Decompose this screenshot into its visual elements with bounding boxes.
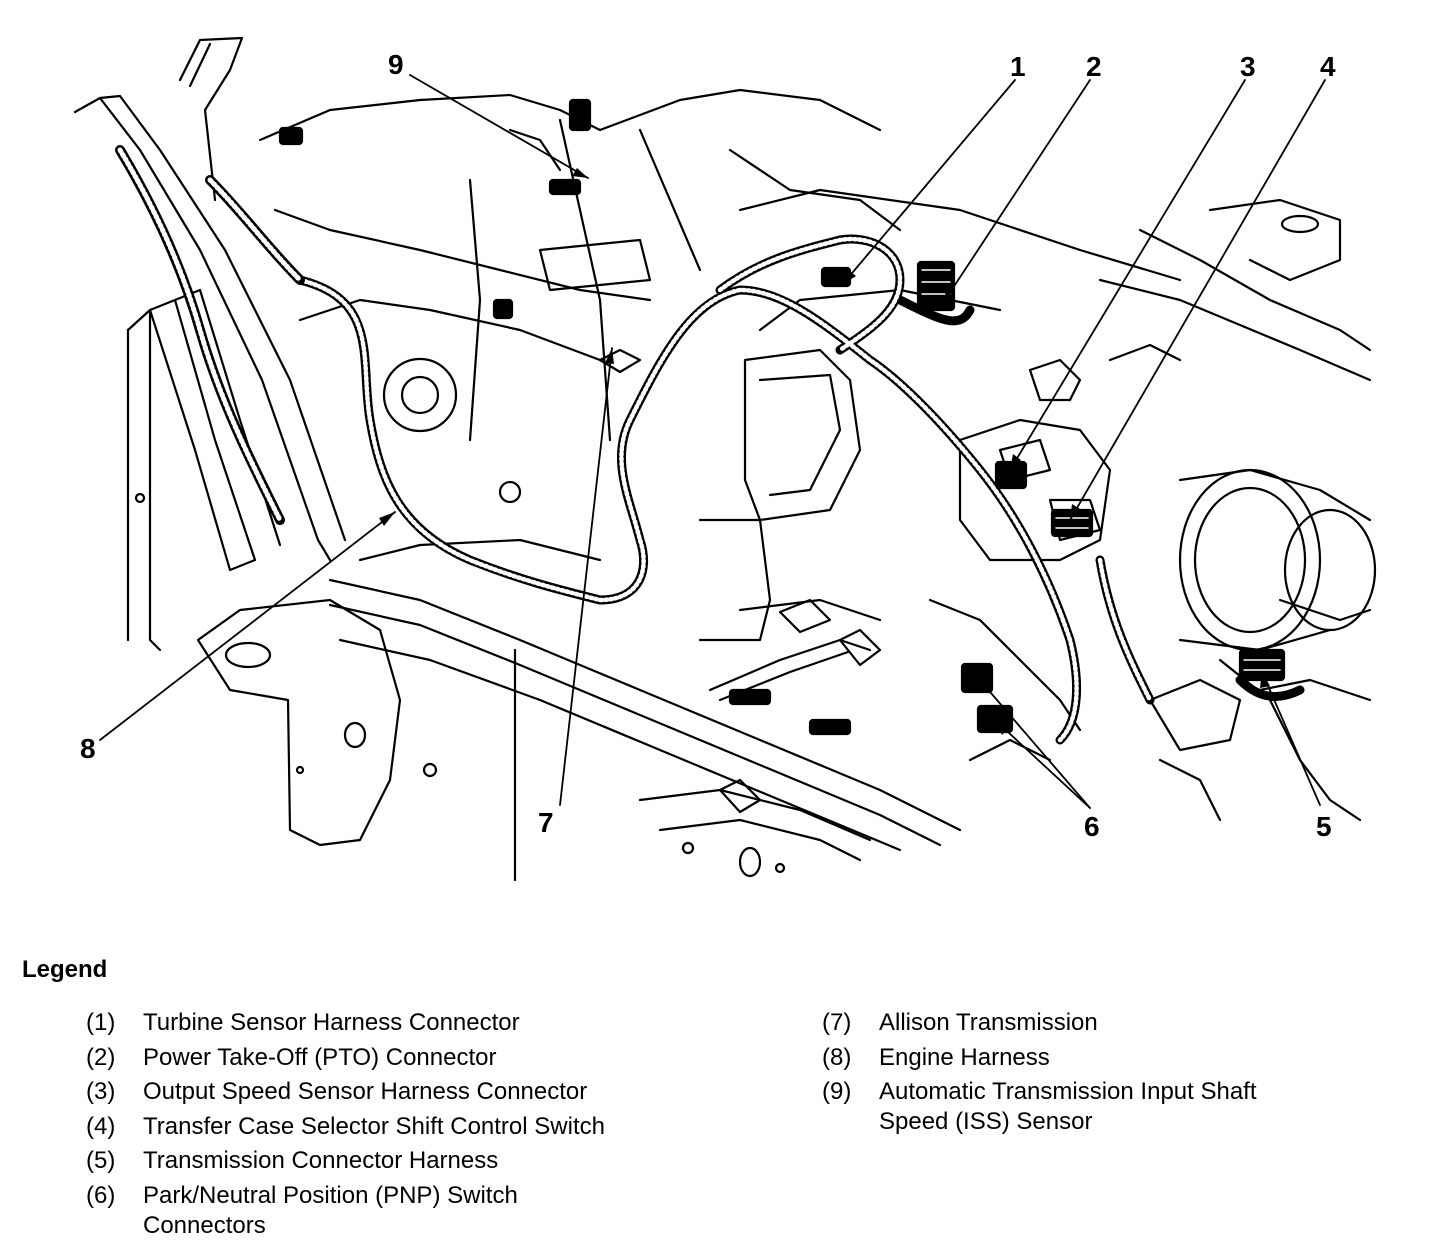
legend-number: (2): [86, 1043, 116, 1071]
callout-4: 4: [1320, 51, 1336, 82]
legend-text: Automatic Transmission Input Shaft Speed…: [879, 1078, 1257, 1135]
callout-labels: 1 2 3 4 5 6 7 8 9: [80, 49, 1336, 842]
callout-8: 8: [80, 733, 96, 764]
legend-right-column: (7) Allison Transmission (8) Engine Harn…: [822, 1008, 1422, 1142]
callout-1: 1: [1010, 51, 1026, 82]
transmission-rear-housing: [1098, 198, 1377, 822]
legend-left-column: (1) Turbine Sensor Harness Connector (2)…: [86, 1008, 726, 1245]
left-loom: [115, 145, 305, 525]
frame-lower-and-lines: [328, 578, 1242, 882]
leader-1: [841, 79, 1016, 286]
leader-arrowheads: [379, 168, 1270, 735]
legend-text: Allison Transmission: [879, 1009, 1098, 1036]
callout-9: 9: [388, 49, 404, 80]
legend-number: (1): [86, 1009, 116, 1036]
leader-7: [559, 347, 613, 806]
leader-8: [99, 511, 396, 741]
legend-text: Output Speed Sensor Harness Connector: [143, 1078, 588, 1105]
callout-2: 2: [1086, 51, 1102, 82]
legend-item: (4) Transfer Case Selector Shift Control…: [86, 1112, 726, 1142]
leader-4: [1069, 79, 1326, 521]
legend-item: (8) Engine Harness: [822, 1043, 1422, 1073]
callout-5: 5: [1316, 811, 1332, 842]
output-speed-connector: [994, 460, 1028, 490]
legend-item: (7) Allison Transmission: [822, 1008, 1422, 1038]
leader-lines: [99, 74, 1326, 809]
legend-item: (2) Power Take-Off (PTO) Connector: [86, 1043, 726, 1073]
leader-3: [1009, 79, 1246, 471]
legend-item: (6) Park/Neutral Position (PNP) Switch C…: [86, 1181, 726, 1241]
legend-text: Transfer Case Selector Shift Control Swi…: [143, 1112, 605, 1140]
callout-7: 7: [538, 807, 554, 838]
legend-number: (8): [822, 1043, 852, 1071]
callout-3: 3: [1240, 51, 1256, 82]
legend-number: (3): [86, 1078, 116, 1105]
connector-highlights: [921, 269, 1281, 671]
legend-text: Turbine Sensor Harness Connector: [143, 1009, 520, 1036]
engine-transmission-line-drawing: 1 2 3 4 5 6 7 8 9: [73, 36, 1377, 882]
legend-text: Transmission Connector Harness: [143, 1147, 499, 1174]
legend-text: Power Take-Off (PTO) Connector: [143, 1043, 497, 1071]
legend-text: Engine Harness: [879, 1043, 1050, 1071]
legend-item: (5) Transmission Connector Harness: [86, 1146, 726, 1176]
legend-item: (3) Output Speed Sensor Harness Connecto…: [86, 1077, 726, 1107]
legend-item: (1) Turbine Sensor Harness Connector: [86, 1008, 726, 1038]
legend-text: Park/Neutral Position (PNP) Switch Conne…: [143, 1181, 518, 1239]
connectors: [278, 98, 1286, 736]
legend-number: (7): [822, 1009, 852, 1036]
leader-6b: [994, 719, 1091, 809]
engine-harness-conduit-core: [297, 236, 1153, 743]
leader-9: [409, 74, 589, 179]
legend-title: Legend: [22, 956, 108, 983]
legend-number: (9): [822, 1078, 852, 1105]
legend-item: (9) Automatic Transmission Input Shaft S…: [822, 1077, 1422, 1137]
iss-sensor-connector: [548, 178, 582, 196]
legend-number: (4): [86, 1112, 116, 1140]
leader-6a: [977, 677, 1091, 809]
leader-5: [1261, 671, 1321, 806]
leader-2: [944, 79, 1091, 301]
callout-6: 6: [1084, 811, 1100, 842]
legend-number: (5): [86, 1147, 116, 1174]
legend-number: (6): [86, 1181, 116, 1209]
left-loom-core: [117, 147, 303, 523]
